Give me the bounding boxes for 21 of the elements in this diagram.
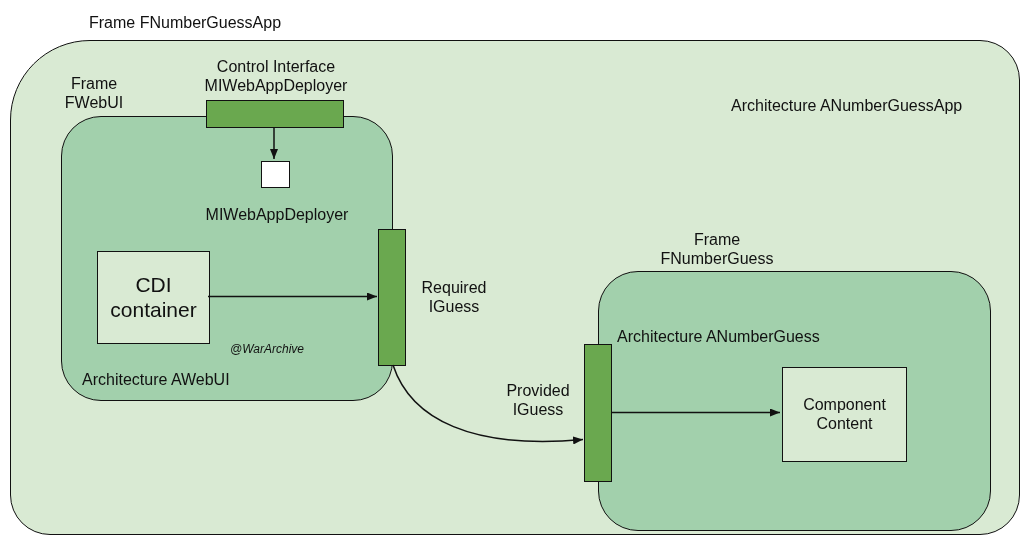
frame-label: Architecture AWebUI (82, 370, 231, 390)
interface-label: Control Interface MIWebAppDeployer (203, 57, 349, 96)
arrow (270, 126, 278, 160)
frame-label: Architecture ANumberGuess (617, 327, 821, 347)
annotation-text: @WarArchive (230, 342, 305, 357)
interface-label: Provided IGuess (505, 381, 571, 420)
interface-label: Required IGuess (420, 278, 488, 317)
interface-port (378, 229, 406, 366)
arrow (207, 292, 378, 301)
frame-label: Frame FWebUI (64, 74, 124, 113)
interface-port (584, 344, 612, 482)
frame-label: Frame FNumberGuessApp (89, 13, 283, 33)
arrow (610, 408, 781, 417)
interface-label: MIWebAppDeployer (204, 205, 350, 225)
port-box (261, 161, 290, 188)
component-box: Component Content (782, 367, 907, 462)
interface-port (206, 100, 344, 128)
frame-label: Architecture ANumberGuessApp (731, 96, 964, 116)
frame-label: Frame FNumberGuess (659, 230, 775, 269)
component-box: CDI container (97, 251, 210, 344)
curved-arrow (392, 364, 584, 445)
